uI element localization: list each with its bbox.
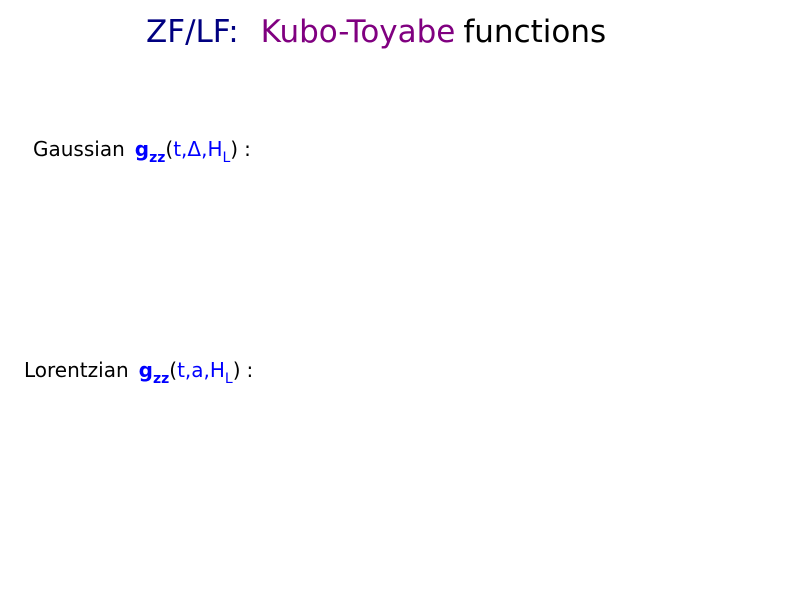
lorentzian-function-subscript: zz <box>152 371 170 387</box>
lorentzian-label: Lorentzian <box>24 358 129 382</box>
lorentzian-function-name: g <box>138 358 153 382</box>
gaussian-function-name: g <box>134 137 150 161</box>
gaussian-arg-subscript: L <box>222 150 231 166</box>
gaussian-args: t,Δ,H <box>173 137 223 161</box>
lorentzian-arg-subscript: L <box>224 371 233 387</box>
gaussian-label: Gaussian <box>33 137 125 161</box>
lorentzian-paren-open: ( <box>169 358 178 382</box>
gaussian-formula: Gaussian gzz(t,Δ,HL): <box>33 137 251 166</box>
gaussian-function-subscript: zz <box>149 150 166 166</box>
title-highlight: Kubo-Toyabe <box>260 14 456 50</box>
lorentzian-paren-close: ) <box>232 358 241 382</box>
lorentzian-colon: : <box>246 358 254 382</box>
gaussian-paren-open: ( <box>165 137 174 161</box>
gaussian-colon: : <box>244 137 251 161</box>
title-prefix: ZF/LF: <box>146 14 239 50</box>
gaussian-paren-close: ) <box>230 137 239 161</box>
lorentzian-args: t,a,H <box>177 358 225 382</box>
lorentzian-formula: Lorentzian gzz(t,a,HL): <box>24 358 253 387</box>
title-suffix: functions <box>463 14 607 50</box>
